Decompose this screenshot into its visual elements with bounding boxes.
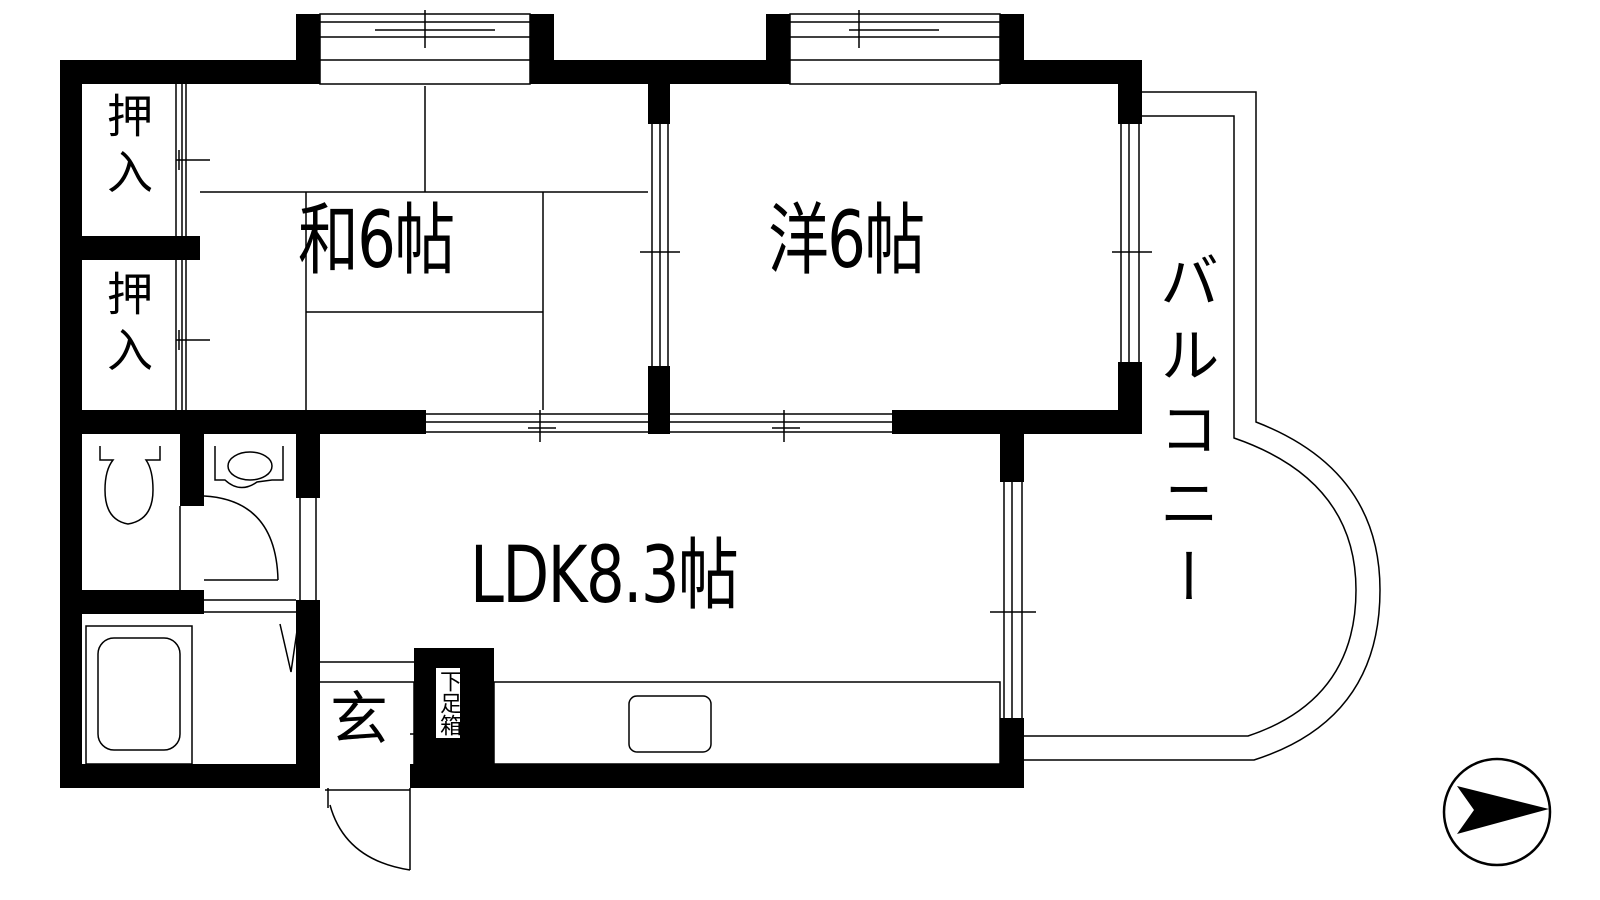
room-label-ldk: LDK8.3帖	[470, 531, 739, 621]
room-label-washitsu: 和6帖	[298, 196, 455, 286]
shoe-box-label: 下足箱	[436, 668, 461, 738]
balcony-label: バルコニー	[1149, 250, 1219, 620]
entrance-label: 玄	[330, 685, 389, 753]
windows-and-lines	[85, 10, 1381, 871]
closet-label-lower: 押入	[100, 270, 154, 382]
compass-icon	[1442, 757, 1552, 867]
walls	[60, 14, 1142, 788]
closet-label-upper: 押入	[100, 92, 154, 204]
room-label-youshitsu: 洋6帖	[768, 196, 925, 286]
